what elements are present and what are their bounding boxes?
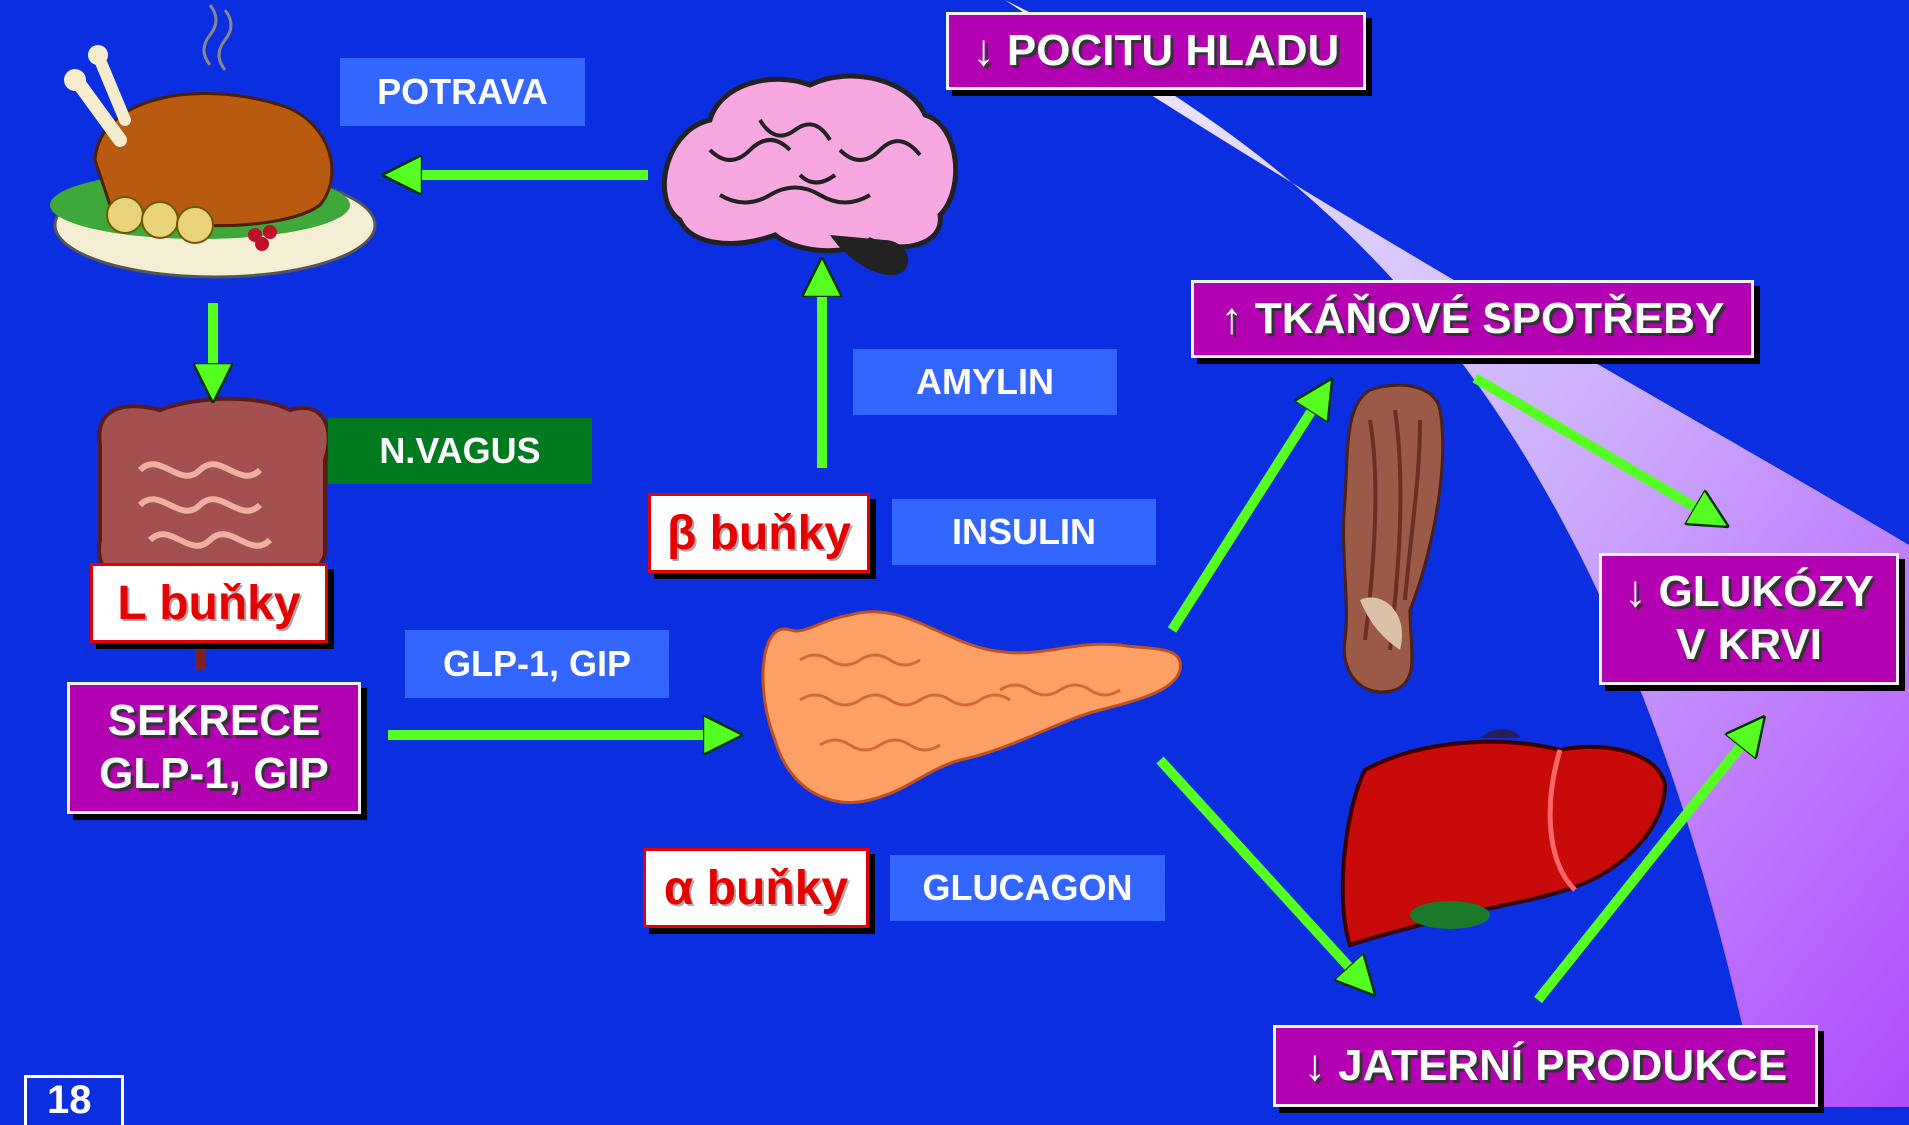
label-hunger: ↓ POCITU HLADU [946,12,1366,90]
label-insulin: INSULIN [892,499,1156,565]
label-secretion: SEKRECE GLP-1, GIP [67,682,361,814]
label-glucagon: GLUCAGON [890,855,1165,921]
liver-icon [1343,729,1665,945]
label-alpha-cells: α buňky [643,848,869,928]
arrow-pancreas-to-liver [1160,760,1370,990]
label-secretion-line2: GLP-1, GIP [99,748,329,801]
label-amylin: AMYLIN [853,349,1117,415]
label-glucose: ↓ GLUKÓZY V KRVI [1599,553,1899,685]
label-potrava: POTRAVA [340,58,585,126]
label-beta-cells: β buňky [648,493,870,573]
pancreas-icon [763,612,1180,803]
page-number: 18 [24,1075,124,1125]
label-glucose-line2: V KRVI [1676,619,1822,672]
label-liver-production: ↓ JATERNÍ PRODUKCE [1273,1025,1818,1107]
muscle-icon [1344,385,1443,692]
label-glucose-line1: ↓ GLUKÓZY [1624,566,1873,619]
roast-chicken-icon [50,5,375,277]
label-glp-gip: GLP-1, GIP [405,630,669,698]
label-tissue: ↑ TKÁŇOVÉ SPOTŘEBY [1191,280,1754,358]
label-n-vagus: N.VAGUS [328,418,592,484]
label-l-cells: L buňky [90,563,328,643]
arrow-pancreas-to-muscle [1172,385,1328,630]
brain-icon [664,76,955,275]
label-secretion-line1: SEKRECE [108,695,321,748]
